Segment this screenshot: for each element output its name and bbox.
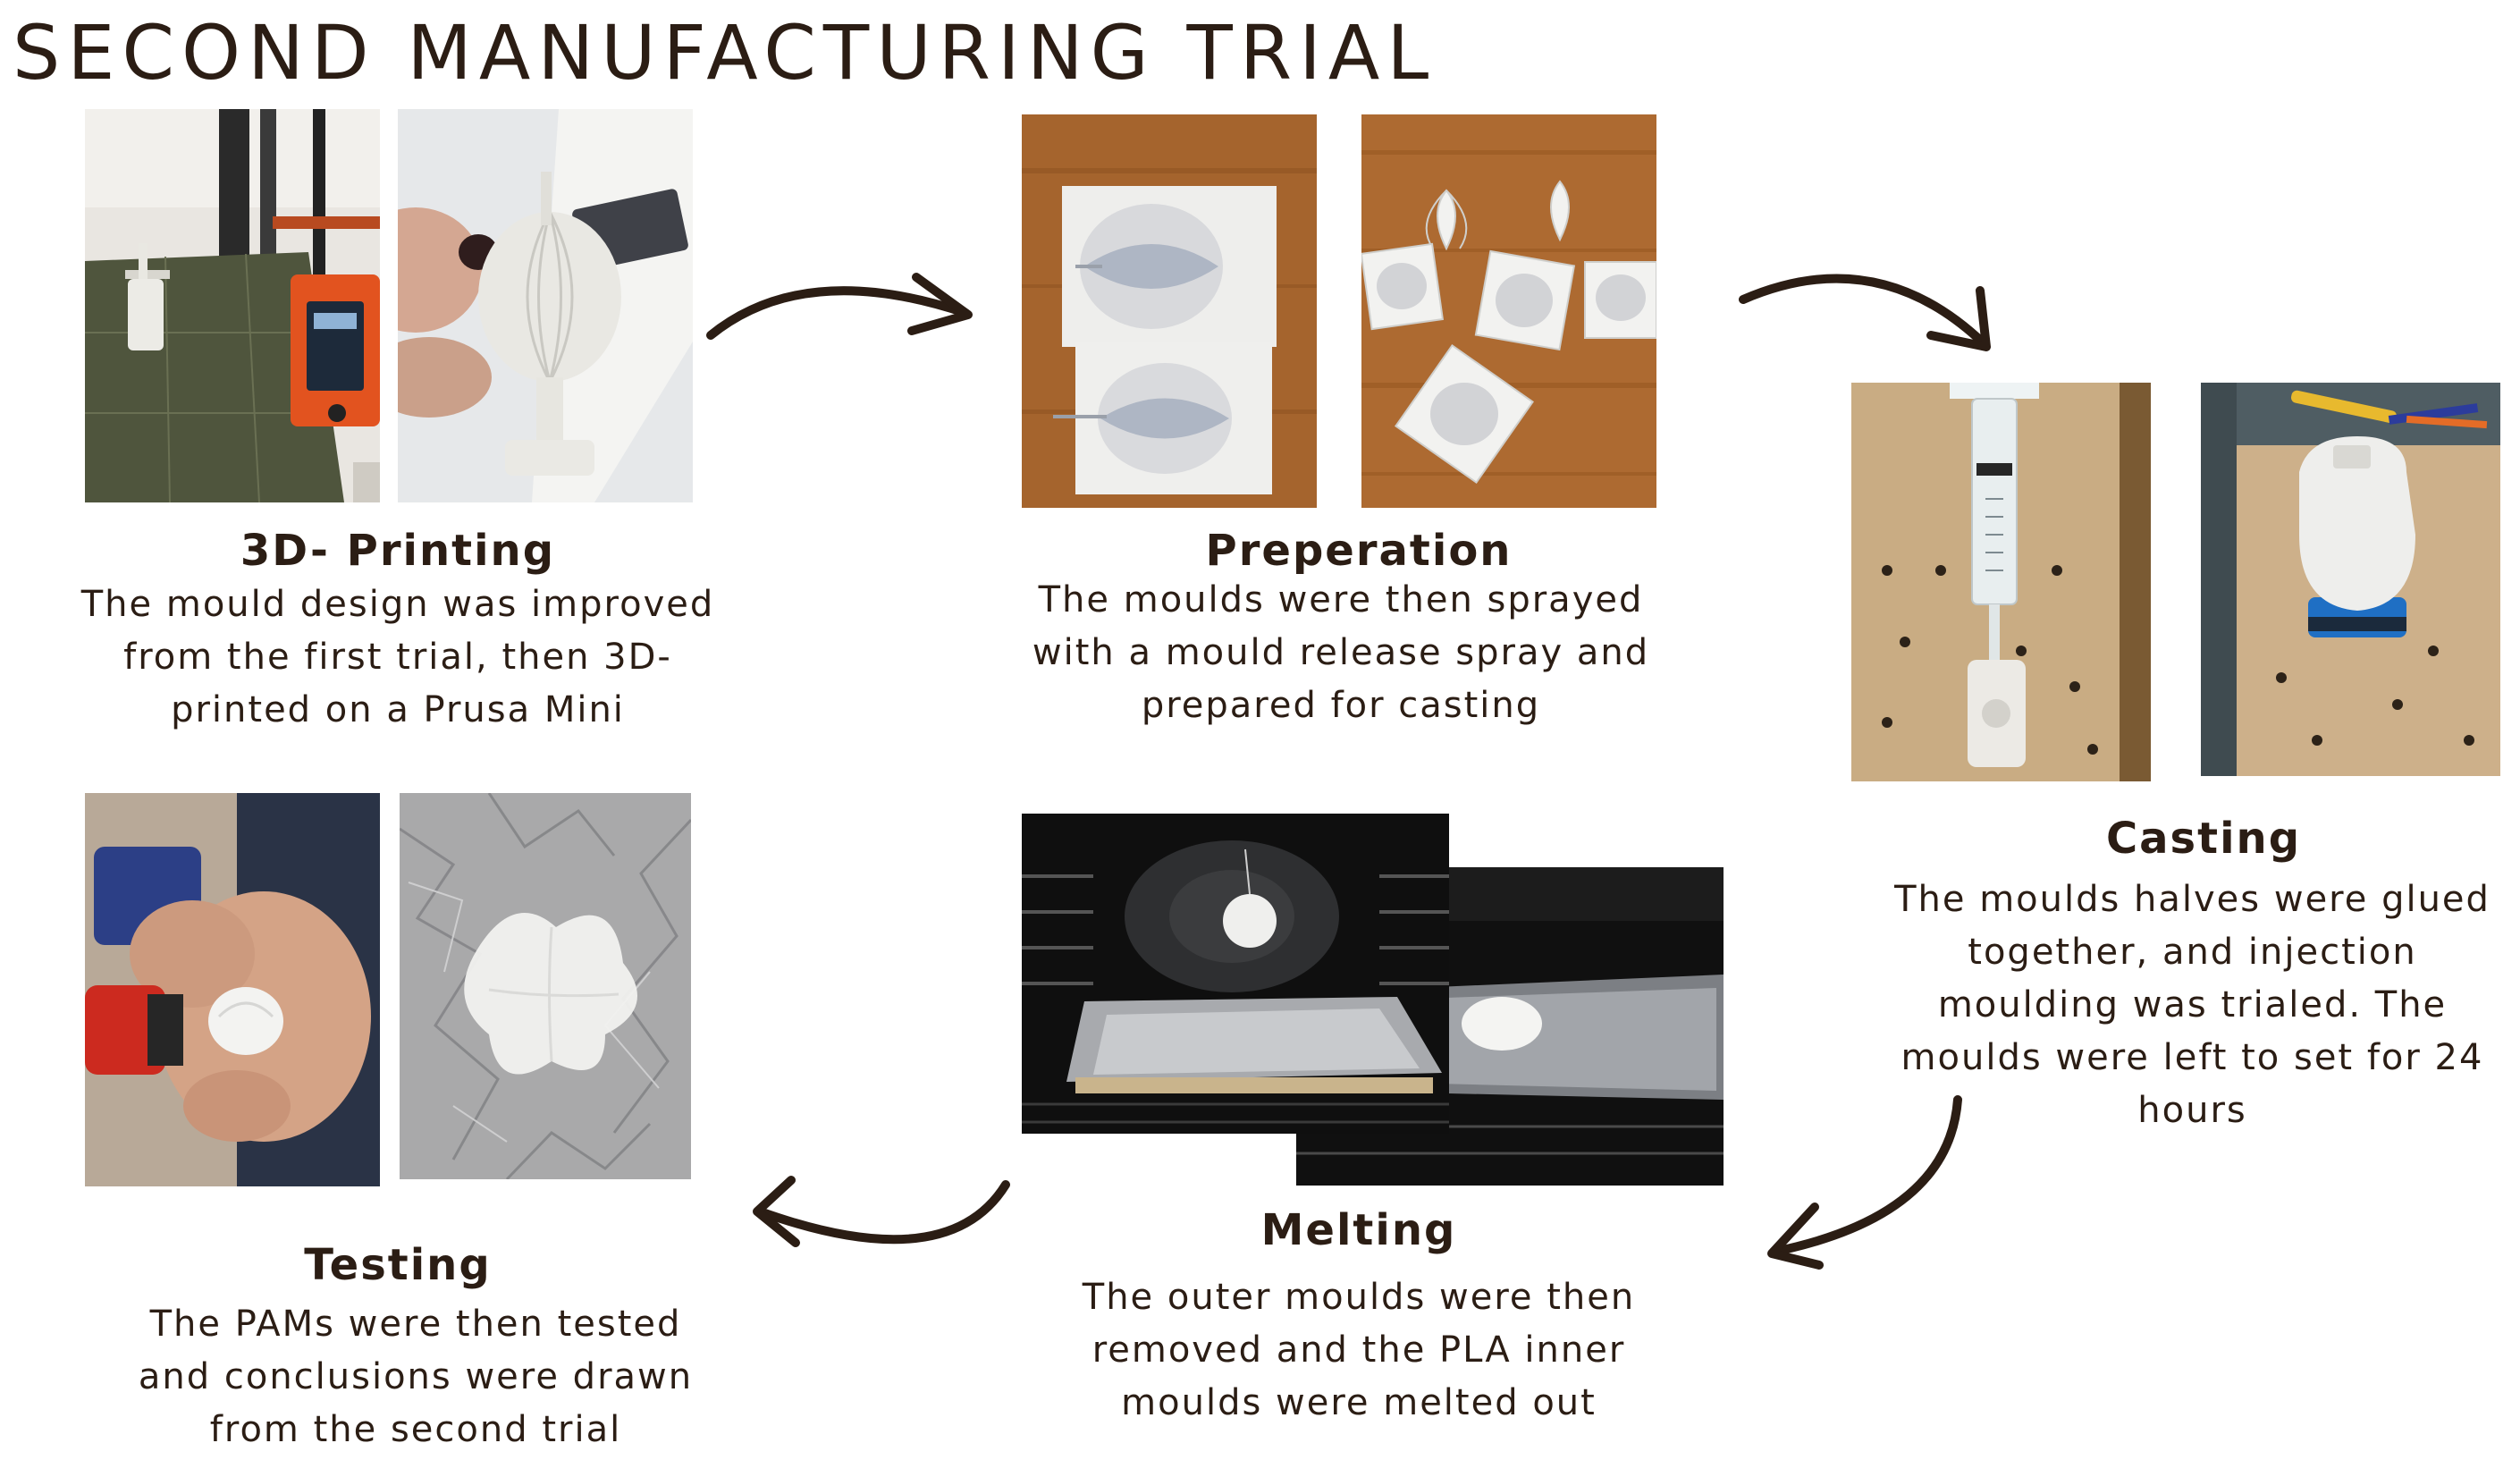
desc-line: together, and injection [1968,932,2417,973]
desc-line: The moulds were then sprayed [1038,579,1644,620]
step-title-testing: Testing [304,1240,492,1290]
step-desc-casting: The moulds halves were glued together, a… [1873,873,2512,1137]
pam-test-hand-photo [85,793,380,1186]
pam-on-foil-photo [400,793,691,1179]
arrow-melting-to-testing [753,1176,1010,1247]
desc-line: The outer moulds were then [1082,1277,1636,1318]
desc-line: moulding was trialed. The [1937,984,2448,1025]
desc-line: The moulds halves were glued [1894,879,2491,920]
step-title-melting: Melting [1260,1205,1457,1255]
desc-line: moulds were melted out [1121,1382,1597,1423]
oven-tray-photo-front [1022,814,1449,1134]
arrow-preparation-to-casting [1739,274,1991,351]
arrow-casting-to-melting [1767,1095,1962,1270]
cast-mould-photo [2201,383,2500,776]
desc-line: from the second trial [209,1409,622,1450]
step-title-printing: 3D- Printing [240,526,556,576]
desc-line: moulds were left to set for 24 [1901,1037,2484,1078]
printer-photo [85,109,380,502]
mould-pieces-photo [1361,114,1656,508]
page-title: SECOND MANUFACTURING TRIAL [13,9,1437,97]
desc-line: hours [2137,1090,2247,1131]
desc-line: printed on a Prusa Mini [171,689,625,730]
desc-line: prepared for casting [1141,685,1541,726]
desc-line: The mould design was improved [80,584,715,625]
desc-line: and conclusions were drawn [138,1356,694,1397]
desc-line: from the first trial, then 3D- [123,637,672,678]
desc-line: removed and the PLA inner [1091,1329,1626,1371]
step-desc-preparation: The moulds were then sprayed with a moul… [983,574,1698,732]
desc-line: with a mould release spray and [1032,632,1650,673]
step-desc-melting: The outer moulds were then removed and t… [1001,1271,1716,1430]
desc-line: The PAMs were then tested [149,1304,682,1345]
step-desc-testing: The PAMs were then tested and conclusion… [58,1298,773,1456]
syringe-injection-photo [1851,383,2151,781]
arrow-printing-to-preparation [706,273,973,340]
step-desc-printing: The mould design was improved from the f… [40,578,755,737]
mould-halves-photo [1022,114,1317,508]
printed-mould-photo [398,109,693,502]
step-title-casting: Casting [2105,814,2302,864]
step-title-preparation: Preperation [1205,526,1513,576]
